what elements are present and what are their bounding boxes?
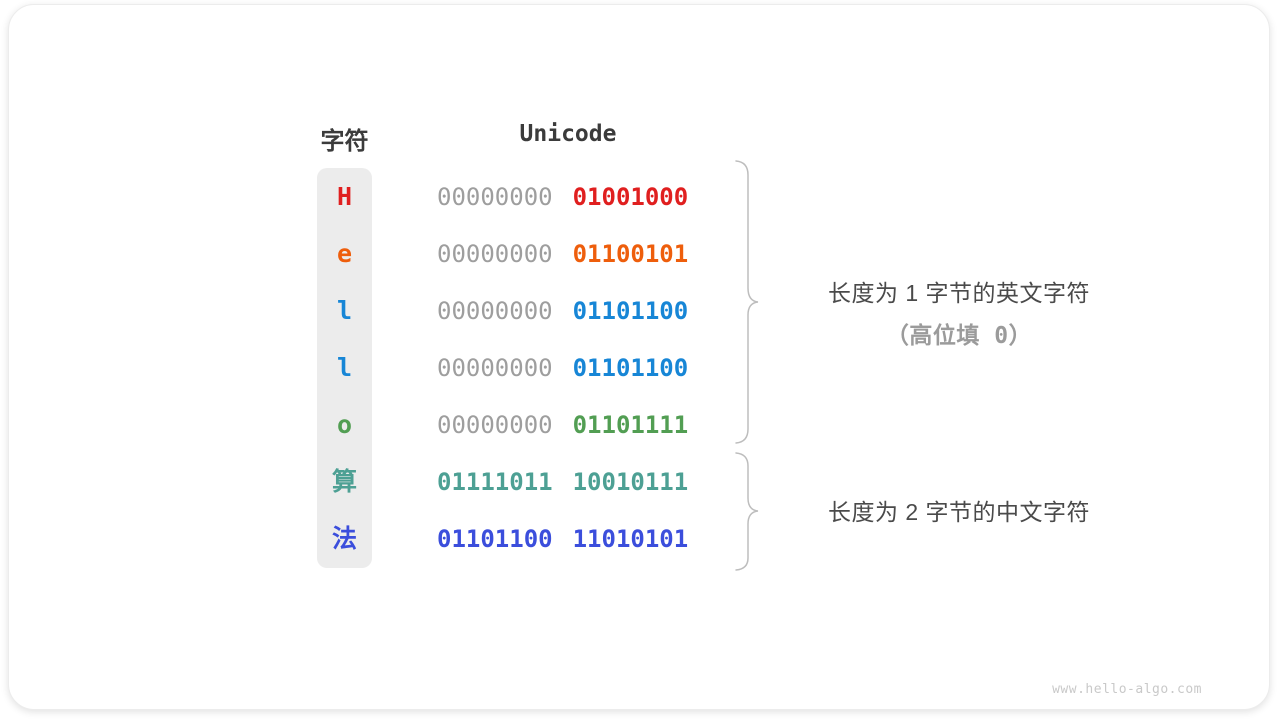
table-row: 法 01101100 11010101 (317, 510, 688, 567)
encoding-rows: H 00000000 01001000 e 00000000 01100101 … (317, 168, 688, 567)
brace-chinese-group-icon (735, 452, 759, 571)
character-cell: H (336, 182, 353, 211)
character-cell: o (336, 410, 353, 439)
brace-english-group-icon (735, 160, 759, 444)
table-row: e 00000000 01100101 (317, 225, 688, 282)
table-row: l 00000000 01101100 (317, 339, 688, 396)
low-byte: 01101100 (572, 353, 689, 382)
diagram-card: 字符 Unicode H 00000000 01001000 e 0000000… (8, 4, 1270, 710)
low-byte: 01001000 (572, 182, 689, 211)
high-byte: 00000000 (437, 182, 553, 211)
binary-value: 00000000 01101100 (437, 299, 688, 323)
high-byte: 00000000 (437, 410, 553, 439)
binary-value: 00000000 01001000 (437, 185, 688, 209)
binary-value: 00000000 01101100 (437, 356, 688, 380)
character-cell: 法 (331, 524, 357, 553)
high-byte: 01111011 (437, 467, 553, 496)
low-byte: 11010101 (572, 524, 689, 553)
character-cell: e (336, 239, 353, 268)
high-byte: 00000000 (437, 353, 553, 382)
character-cell: l (336, 296, 353, 325)
binary-value: 01101100 11010101 (437, 527, 688, 551)
binary-value: 00000000 01100101 (437, 242, 688, 266)
low-byte: 01101100 (572, 296, 689, 325)
table-row: o 00000000 01101111 (317, 396, 688, 453)
character-cell: 算 (331, 467, 357, 496)
column-header-character: 字符 (320, 128, 369, 155)
binary-value: 00000000 01101111 (437, 413, 688, 437)
character-cell: l (336, 353, 353, 382)
high-byte: 00000000 (437, 296, 553, 325)
annotation-subline: （高位填 0） (885, 323, 1033, 349)
annotation-line: 长度为 2 字节的中文字符 (827, 499, 1091, 525)
annotation-line: 长度为 1 字节的英文字符 (827, 280, 1091, 306)
column-header-unicode: Unicode (519, 121, 617, 147)
high-byte: 00000000 (437, 239, 553, 268)
annotation-chinese-chars: 长度为 2 字节的中文字符 (779, 493, 1139, 527)
binary-value: 01111011 10010111 (437, 470, 688, 494)
watermark: www.hello-algo.com (1052, 682, 1202, 697)
table-row: 算 01111011 10010111 (317, 453, 688, 510)
low-byte: 01100101 (572, 239, 689, 268)
annotation-english-chars: 长度为 1 字节的英文字符 （高位填 0） (779, 274, 1139, 350)
table-row: H 00000000 01001000 (317, 168, 688, 225)
table-row: l 00000000 01101100 (317, 282, 688, 339)
character-column-background (317, 168, 372, 568)
low-byte: 01101111 (572, 410, 689, 439)
low-byte: 10010111 (572, 467, 689, 496)
high-byte: 01101100 (437, 524, 553, 553)
